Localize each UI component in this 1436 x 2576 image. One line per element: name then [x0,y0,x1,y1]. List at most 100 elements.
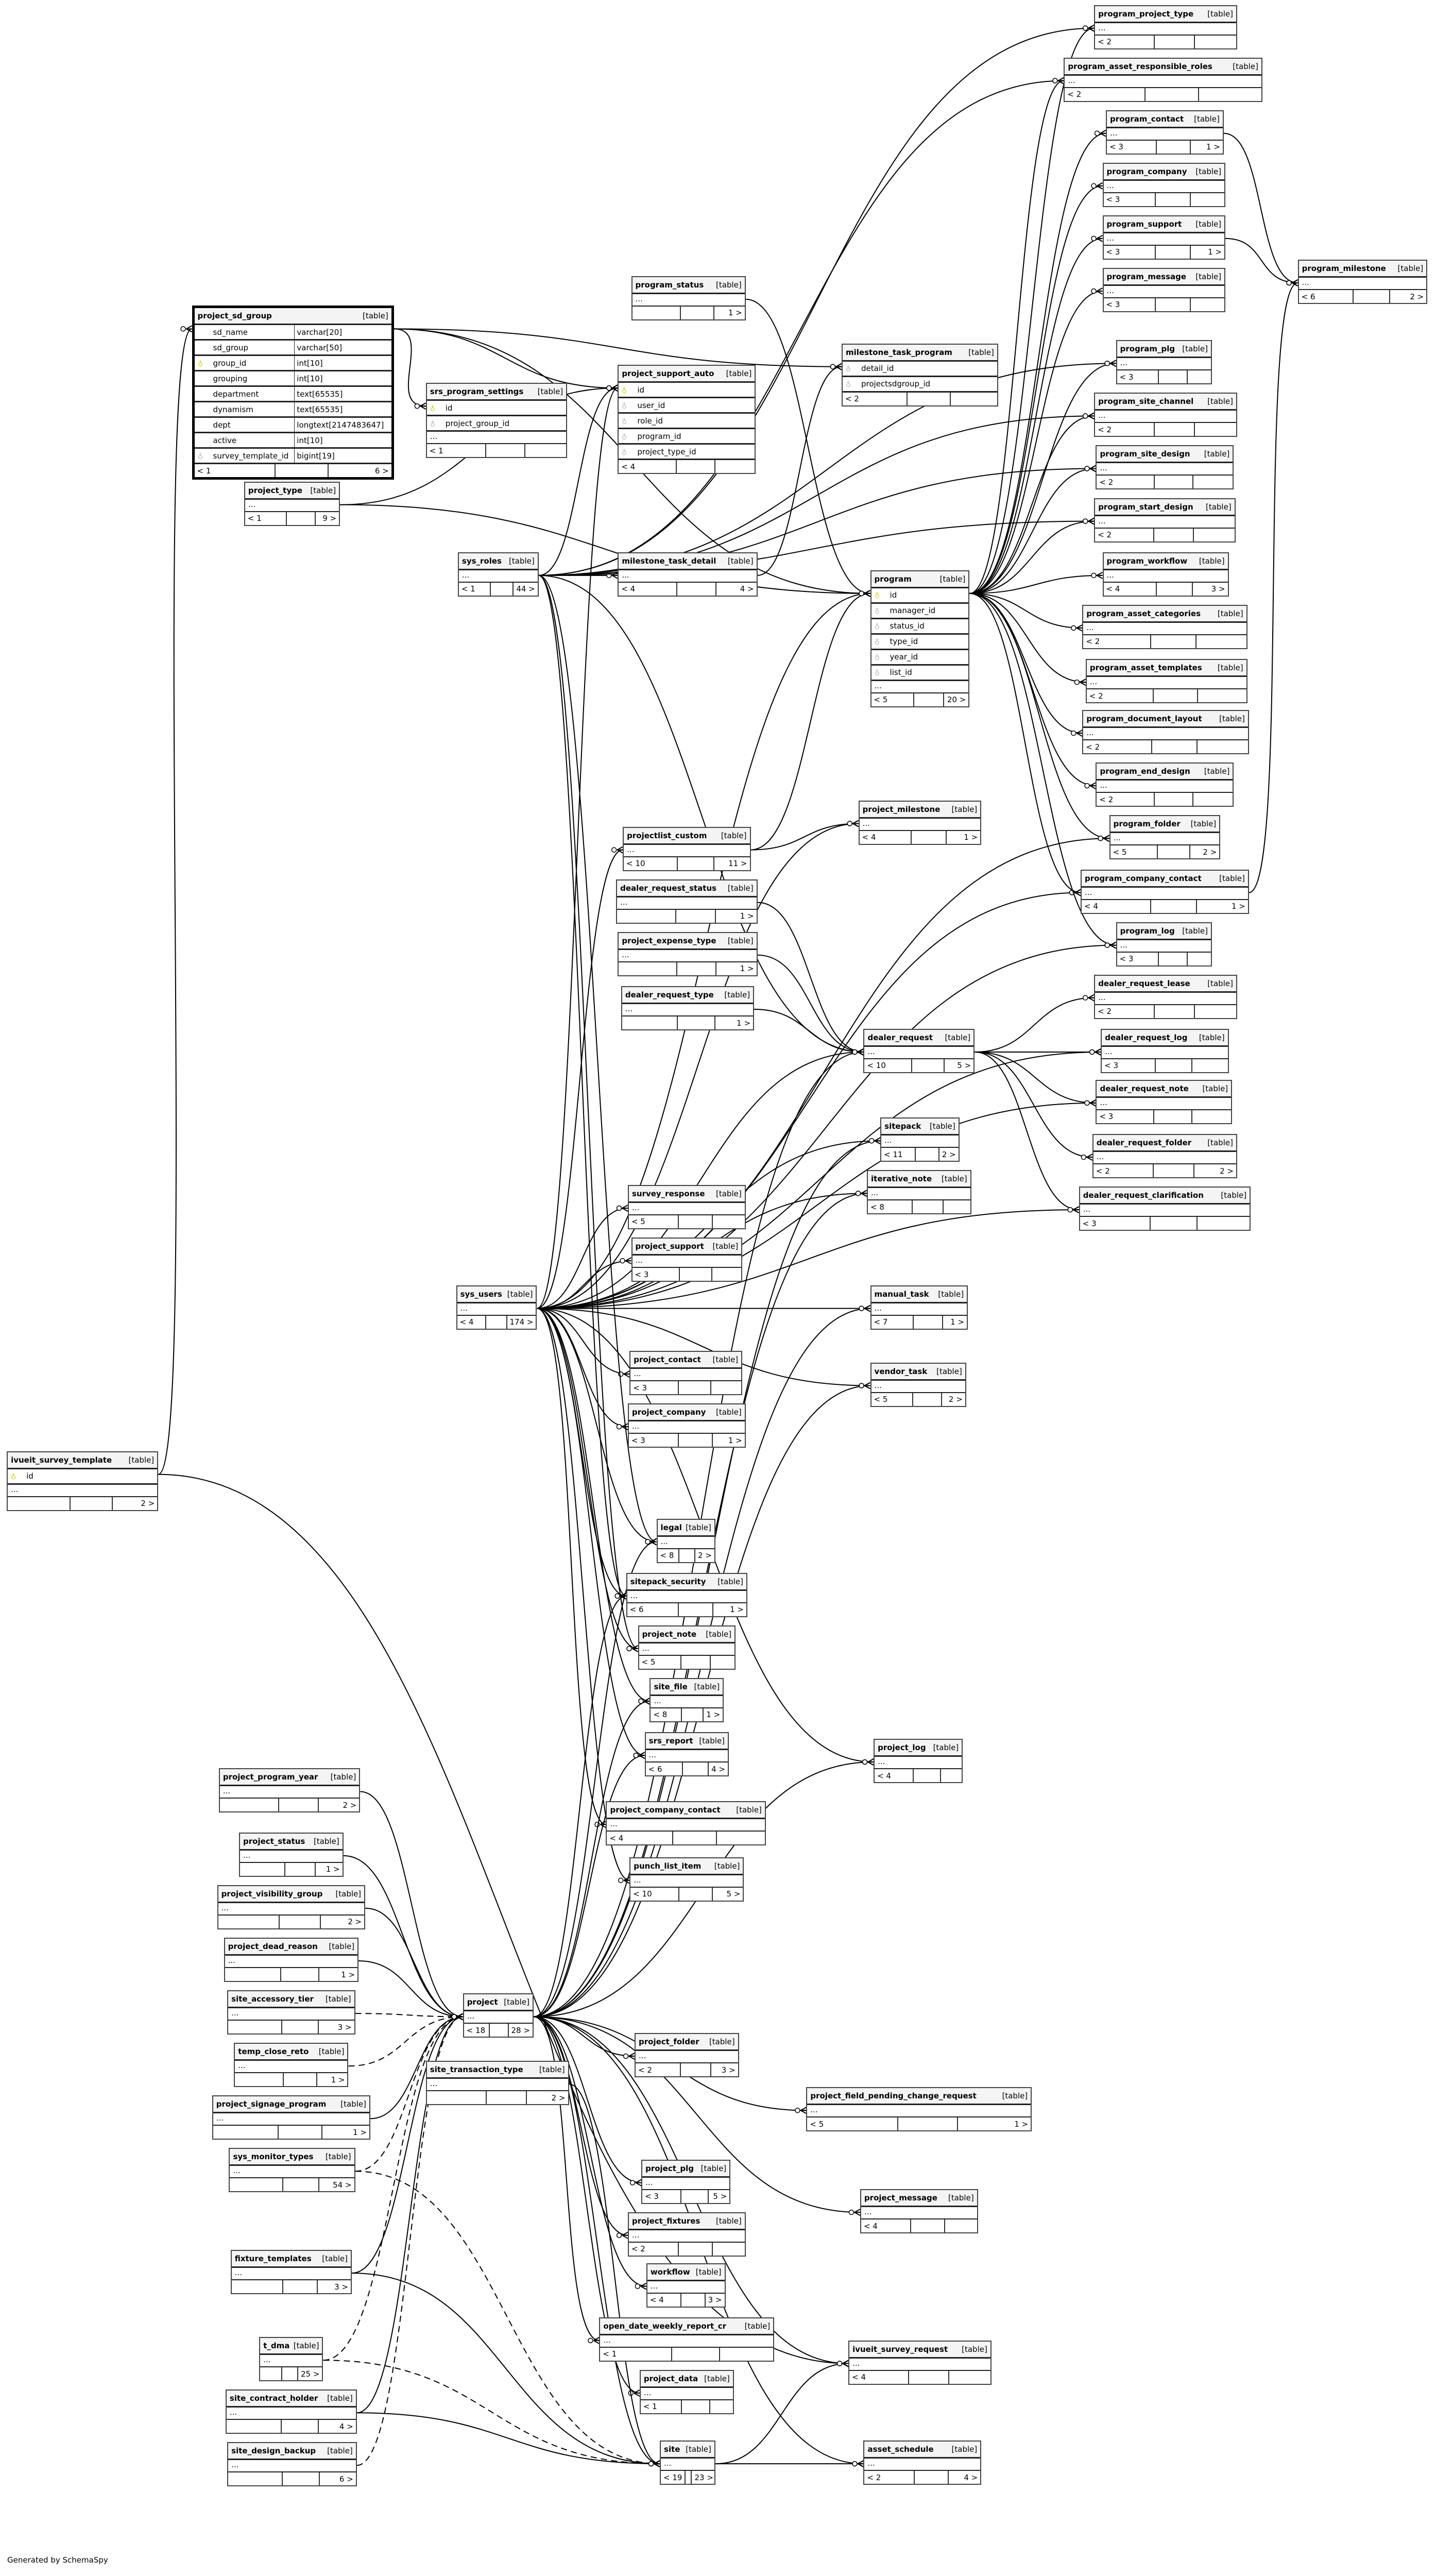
more-columns[interactable]: ... [849,2359,990,2371]
children-count[interactable]: 1 > [740,911,754,921]
table-name[interactable]: project_program_year [223,1772,318,1782]
more-columns[interactable]: ... [228,2008,354,2021]
table-header[interactable]: ivueit_survey_template[table] [8,1452,158,1469]
children-count[interactable]: 54 > [333,2180,352,2190]
table-project-company-contact[interactable]: project_company_contact[table]...< 4 [606,1801,766,1846]
table-header[interactable]: workflow[table] [647,2264,725,2281]
more-columns[interactable]: ... [875,1757,962,1770]
table-name[interactable]: srs_report [648,1736,693,1746]
table-header[interactable]: project_fixtures[table] [628,2213,745,2230]
children-count[interactable] [1194,529,1235,541]
parents-count[interactable]: < 1 [459,582,491,596]
parents-count[interactable]: < 3 [1104,245,1156,259]
table-name[interactable]: sys_roles [461,556,502,566]
more-columns[interactable]: ... [628,2230,745,2243]
table-project-status[interactable]: project_status[table]...1 > [239,1832,344,1877]
more-columns[interactable]: ... [628,1421,745,1434]
parents-count[interactable] [232,2280,283,2294]
more-columns[interactable]: ... [622,1004,754,1016]
table-header[interactable]: dealer_request_lease[table] [1095,975,1236,993]
table-name[interactable]: program_company_contact [1085,873,1202,883]
more-columns[interactable]: ... [231,2268,351,2281]
table-header[interactable]: vendor_task[table] [871,1363,965,1381]
table-name[interactable]: dealer_request_log [1105,1032,1188,1042]
more-columns[interactable]: ... [632,294,745,307]
table-header[interactable]: site_design_backup[table] [228,2443,356,2461]
table-project-expense-type[interactable]: project_expense_type[table]...1 > [618,931,758,976]
parents-count[interactable] [218,1915,280,1928]
more-columns[interactable]: ... [235,2061,348,2074]
children-count[interactable] [1198,1217,1250,1230]
parents-count[interactable]: < 3 [1102,1059,1156,1072]
children-count[interactable]: 28 > [511,2025,530,2035]
parents-count[interactable]: < 3 [1097,1110,1154,1123]
parents-count[interactable]: < 5 [629,1215,679,1228]
table-program-site-channel[interactable]: program_site_channel[table]...< 2 [1094,393,1237,437]
more-columns[interactable]: ... [8,1485,158,1497]
table-project-visibility-group[interactable]: project_visibility_group[table]...2 > [217,1885,366,1929]
children-count[interactable]: 4 > [740,584,754,594]
table-name[interactable]: program_asset_templates [1089,663,1202,673]
table-header[interactable]: fixture_templates[table] [231,2251,351,2268]
parents-count[interactable]: < 6 [627,1603,679,1616]
table-header[interactable]: project_type[table] [245,482,339,500]
table-header[interactable]: site_file[table] [651,1679,723,1696]
parents-count[interactable]: < 10 [630,1887,680,1901]
children-count[interactable] [1195,423,1236,436]
table-name[interactable]: program_workflow [1106,556,1188,566]
table-header[interactable]: program_company_contact[table] [1082,870,1248,888]
table-project-program-year[interactable]: project_program_year[table]...2 > [218,1768,361,1813]
more-columns[interactable]: ... [647,2281,725,2294]
parents-count[interactable]: < 1 [641,2400,682,2413]
table-name[interactable]: program_asset_responsible_roles [1068,61,1212,71]
more-columns[interactable]: ... [458,570,538,583]
children-count[interactable]: 2 > [942,1149,956,1159]
table-name[interactable]: project_fixtures [631,2216,700,2226]
table-project-signage-program[interactable]: project_signage_program[table]...1 > [212,2095,370,2140]
more-columns[interactable]: ... [600,2335,774,2348]
parents-count[interactable] [622,1016,678,1029]
table-program-asset-templates[interactable]: program_asset_templates[table]...< 2 [1085,659,1247,704]
table-header[interactable]: dealer_request[table] [864,1029,974,1047]
column-row[interactable]: ♀id [871,588,969,604]
more-columns[interactable]: ... [657,1537,714,1549]
table-name[interactable]: project_note [642,1629,697,1639]
table-name[interactable]: project_field_pending_change_request [810,2091,977,2101]
table-name[interactable]: sys_users [460,1289,502,1299]
table-name[interactable]: temp_close_reto [238,2047,309,2057]
parents-count[interactable]: < 7 [871,1315,914,1329]
table-program-asset-responsible-roles[interactable]: program_asset_responsible_roles[table]..… [1064,57,1262,102]
table-header[interactable]: dealer_request_note[table] [1097,1080,1232,1098]
children-count[interactable] [1196,635,1246,648]
table-name[interactable]: program_support [1106,219,1182,229]
table-header[interactable]: sitepack[table] [881,1118,959,1136]
more-columns[interactable]: ... [645,1750,728,1763]
table-header[interactable]: program_plg[table] [1117,341,1211,359]
children-count[interactable]: 2 > [343,1800,357,1810]
parents-count[interactable]: < 8 [651,1708,682,1721]
parents-count[interactable]: < 4 [647,2293,682,2307]
table-header[interactable]: project_message[table] [861,2190,977,2208]
more-columns[interactable]: ... [1095,516,1235,529]
parents-count[interactable]: < 5 [639,1655,682,1669]
table-name[interactable]: srs_program_settings [430,387,524,397]
more-columns[interactable]: ... [1107,128,1223,141]
table-name[interactable]: t_dma [263,2341,290,2351]
children-count[interactable]: 2 > [141,1499,155,1509]
children-count[interactable]: 9 > [322,514,337,523]
table-header[interactable]: srs_program_settings[table] [426,384,567,401]
parents-count[interactable]: < 2 [1095,423,1155,436]
column-row[interactable]: ♀project_group_id [426,416,567,432]
table-header[interactable]: project_support_auto[table] [619,366,755,383]
table-name[interactable]: dealer_request_note [1100,1083,1189,1093]
children-count[interactable]: 1 > [728,308,742,318]
table-header[interactable]: site_accessory_tier[table] [228,1991,354,2009]
table-header[interactable]: dealer_request_status[table] [617,880,757,897]
